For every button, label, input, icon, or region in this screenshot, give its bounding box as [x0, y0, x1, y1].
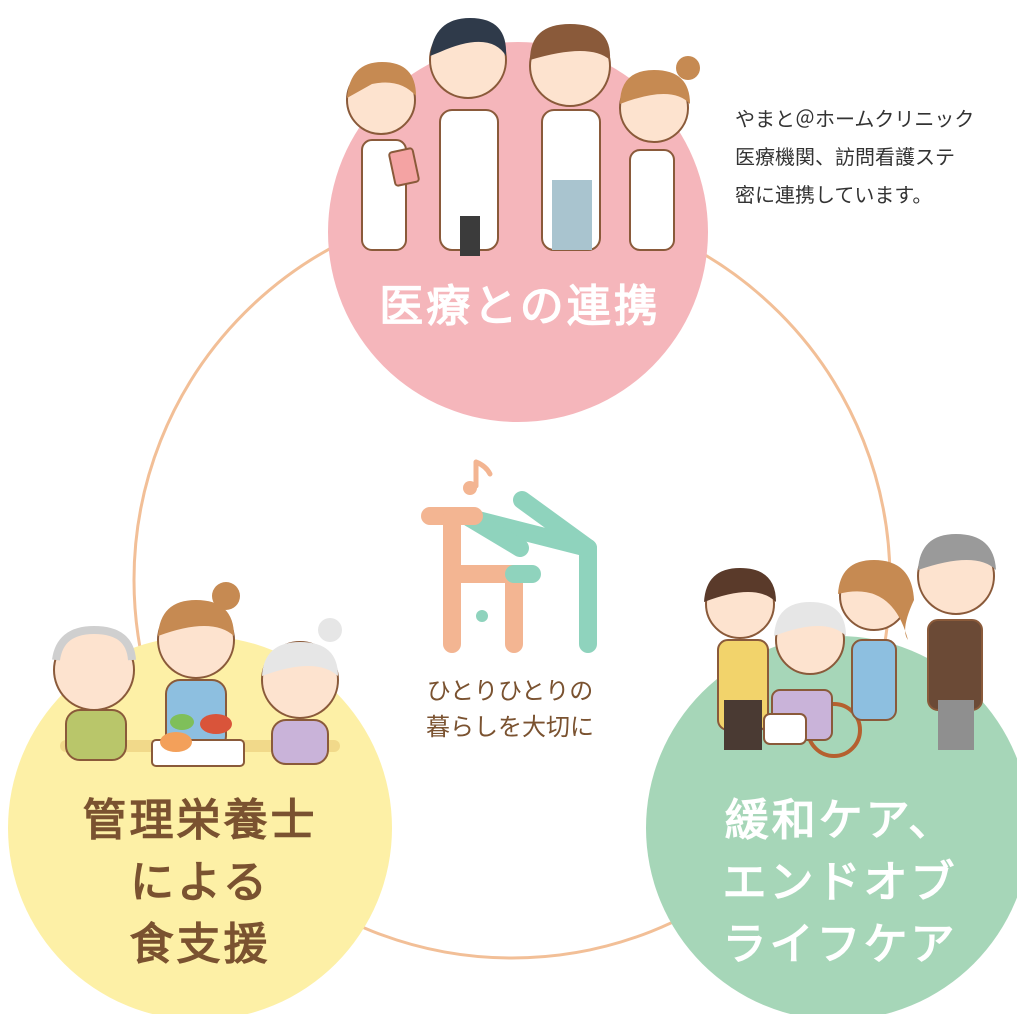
center-tagline: ひとりひとりの 暮らしを大切に: [390, 673, 630, 745]
center-logo: [421, 459, 597, 653]
side-description: やまと＠ホームクリニック 医療機関、訪問看護ステ 密に連携しています。: [735, 100, 1017, 214]
elderly-man-figure: [52, 625, 136, 761]
side-description-line: 医療機関、訪問看護ステ: [735, 145, 955, 169]
nurse-right-figure: [619, 56, 700, 251]
palliative-label-line: ライフケア: [722, 919, 958, 970]
male-nurse-figure: [529, 24, 611, 251]
nutrition-label-line: による: [130, 857, 270, 908]
palliative-label-line: 緩和ケア、: [724, 795, 956, 846]
nutrition-label-line: 食支援: [129, 919, 271, 970]
elderly-patient-wheelchair: [763, 602, 862, 758]
nutrition-circle-label: 管理栄養士 による 食支援: [10, 790, 390, 976]
caregiver-figure: [838, 560, 914, 721]
tagline-line: ひとりひとりの: [426, 677, 594, 705]
nutrition-illustration: [52, 582, 342, 767]
family-woman-figure: [704, 568, 776, 750]
nutrition-label-line: 管理栄養士: [82, 795, 318, 846]
side-description-line: 密に連携しています。: [735, 183, 933, 207]
palliative-circle-label: 緩和ケア、 エンドオブ ライフケア: [650, 790, 1017, 976]
meal-tray: [151, 714, 245, 767]
medical-staff-illustration: [346, 18, 700, 256]
doctor-figure: [429, 18, 507, 256]
tagline-line: 暮らしを大切に: [426, 713, 594, 741]
medical-circle: [328, 42, 708, 422]
elderly-man-standing-figure: [917, 534, 996, 750]
palliative-label-line: エンドオブ: [722, 857, 958, 908]
nutritionist-figure: [157, 582, 240, 751]
side-description-line: やまと＠ホームクリニック: [735, 107, 975, 131]
palliative-care-illustration: [704, 534, 996, 758]
medical-circle-label: 医療との連携: [379, 281, 661, 332]
nurse-left-figure: [346, 62, 420, 251]
music-note-icon: [473, 459, 493, 489]
elderly-woman-figure: [261, 618, 342, 765]
